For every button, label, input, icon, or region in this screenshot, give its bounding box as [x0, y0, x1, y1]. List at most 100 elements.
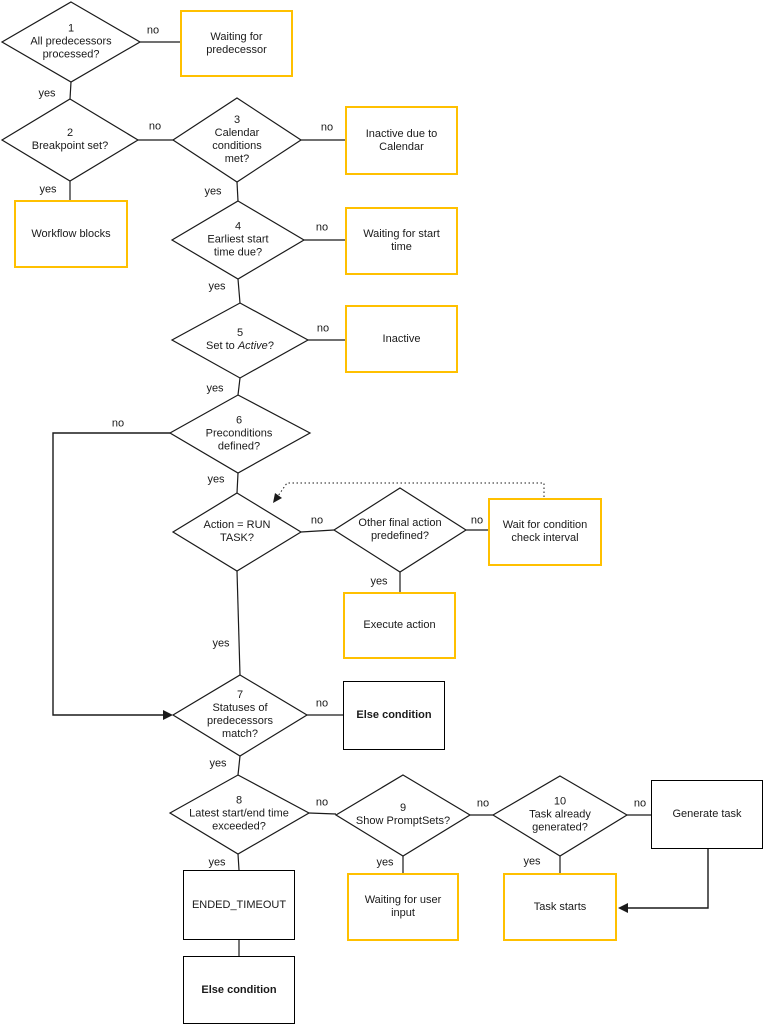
decision-6-label: Preconditions defined? — [205, 427, 273, 453]
edge-label-yes-d1: yes — [38, 87, 56, 100]
decision-9-diamond — [334, 774, 472, 857]
outcome-waiting-for-predecessor: Waiting for predecessor — [180, 10, 293, 77]
edge-label-yes-d2: yes — [39, 183, 57, 196]
edge-label-no-d9: no — [476, 797, 490, 810]
edge-label-no-d3: no — [320, 121, 334, 134]
terminal-else-condition-1-label: Else condition — [356, 709, 432, 721]
edge-d8-no-line — [308, 812, 337, 815]
decision-2-label: Breakpoint set? — [31, 140, 109, 152]
edge-label-yes-d7: yes — [209, 757, 227, 770]
decision-10-number: 10 — [553, 795, 567, 808]
arrowhead-feedback-dotted — [273, 493, 282, 503]
outcome-execute-action: Execute action — [343, 592, 456, 659]
edge-label-yes-d8: yes — [208, 856, 226, 869]
edge-d6-yes-line — [236, 472, 239, 494]
outcome-inactive: Inactive — [345, 305, 458, 373]
decision-5-label-active: Active — [237, 340, 268, 352]
terminal-ended-timeout: ENDED_TIMEOUT — [183, 870, 295, 940]
edge-generate-taskstarts-elbow — [628, 849, 709, 909]
edge-d8-yes-line — [237, 853, 240, 871]
outcome-wait-for-condition-check-interval: Wait for condition check interval — [488, 498, 602, 566]
decision-10-label: Task already generated? — [529, 808, 591, 834]
decision-runtask-label: Action = RUN TASK? — [203, 519, 271, 544]
decision-6-diamond — [168, 394, 312, 474]
decision-5-label-pre: Set to — [206, 340, 238, 352]
outcome-waiting-for-user-input: Waiting for user input — [347, 873, 459, 941]
decision-9-number: 9 — [399, 802, 407, 814]
decision-runtask-diamond — [171, 492, 303, 572]
outcome-inactive-due-to-calendar: Inactive due to Calendar — [345, 106, 458, 175]
edge-d7-yes-line — [237, 755, 241, 776]
outcome-waiting-for-user-input-label: Waiting for user input — [364, 894, 442, 919]
decision-shapes — [0, 1, 629, 857]
decision-4-diamond — [170, 200, 306, 280]
edge-label-no-d7: no — [315, 697, 329, 710]
decision-4-number: 4 — [234, 220, 242, 233]
decision-7-diamond — [171, 674, 309, 757]
terminal-generate-task-label: Generate task — [672, 808, 742, 820]
decision-2-diamond — [0, 98, 140, 182]
terminal-generate-task: Generate task — [651, 780, 763, 849]
decision-5-number: 5 — [236, 327, 244, 339]
edge-label-no-d6: no — [111, 417, 125, 430]
edge-label-yes-d10: yes — [523, 855, 541, 868]
edge-label-no-otheraction: no — [470, 514, 484, 527]
arrowheads — [163, 493, 628, 913]
terminal-else-condition-1: Else condition — [343, 681, 445, 750]
terminal-else-condition-2: Else condition — [183, 956, 295, 1024]
edge-d3-yes-line — [236, 181, 239, 202]
edge-label-yes-d5: yes — [206, 382, 224, 395]
edge-d6-no-elbow — [52, 432, 170, 716]
decision-1-number: 1 — [67, 22, 75, 35]
arrowhead-into-d7 — [163, 710, 173, 720]
arrowhead-into-taskstarts — [618, 903, 628, 913]
edge-label-yes-d9: yes — [376, 856, 394, 869]
edge-label-no-d10: no — [633, 797, 647, 810]
edge-label-yes-d3: yes — [204, 185, 222, 198]
outcome-workflow-blocks-label: Workflow blocks — [31, 227, 111, 240]
terminal-else-condition-2-label: Else condition — [201, 983, 277, 996]
outcome-inactive-due-to-calendar-label: Inactive due to Calendar — [365, 127, 438, 153]
edge-label-no-d1: no — [146, 24, 160, 37]
decision-action-run-task: Action = RUN TASK? — [192, 519, 282, 545]
decision-8-label: Latest start/end time exceeded? — [189, 807, 289, 833]
edge-label-yes-d4: yes — [208, 280, 226, 293]
edge-label-no-d8: no — [315, 796, 329, 809]
decision-8-diamond — [168, 774, 311, 855]
terminal-ended-timeout-label: ENDED_TIMEOUT — [191, 898, 287, 911]
outcome-execute-action-label: Execute action — [363, 619, 436, 631]
outcome-waiting-for-start-time: Waiting for start time — [345, 207, 458, 275]
decision-6-number: 6 — [235, 414, 243, 427]
edge-d5-yes-line — [237, 377, 241, 396]
decision-2-number: 2 — [66, 127, 74, 139]
edge-label-yes-otheraction: yes — [370, 575, 388, 588]
outcome-task-starts: Task starts — [503, 873, 617, 941]
decision-5-diamond — [170, 302, 310, 379]
decision-7-number: 7 — [236, 689, 244, 701]
decision-5-label-post: ? — [267, 340, 274, 352]
outcome-inactive-label: Inactive — [382, 332, 421, 345]
edge-label-no-d2: no — [148, 120, 162, 133]
decision-1-label: All predecessors processed? — [30, 35, 112, 61]
edge-label-yes-d6: yes — [207, 473, 225, 486]
outcome-waiting-for-predecessor-label: Waiting for predecessor — [206, 30, 267, 56]
edge-label-no-runtask: no — [310, 514, 324, 527]
edge-runtask-no-line — [300, 529, 335, 533]
outcome-workflow-blocks: Workflow blocks — [14, 200, 128, 268]
decision-other-final-action: Other final action predefined? — [344, 517, 456, 543]
decision-3-diamond — [171, 97, 303, 183]
decision-otheraction-label: Other final action predefined? — [358, 517, 442, 542]
edge-label-yes-runtask: yes — [212, 637, 230, 650]
edge-label-no-d5: no — [316, 322, 330, 335]
decision-3-label: Calendar conditions met? — [212, 127, 262, 165]
